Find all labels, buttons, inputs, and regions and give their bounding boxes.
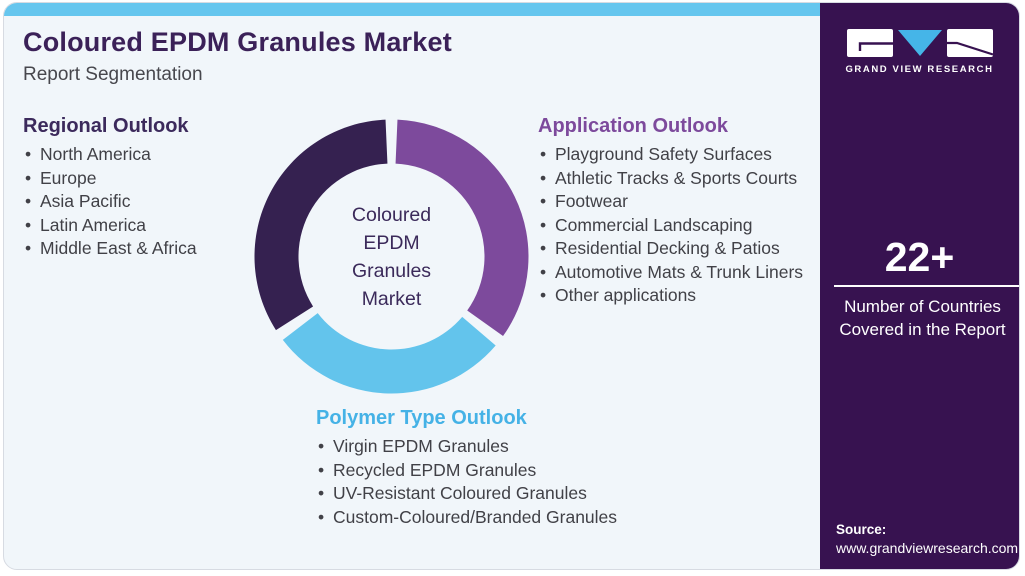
header: Coloured EPDM Granules Market Report Seg… xyxy=(23,27,452,86)
donut-rings xyxy=(254,119,529,394)
stat-block: 22+ Number of Countries Covered in the R… xyxy=(820,234,1019,341)
source-url-link[interactable]: www.grandviewresearch.com xyxy=(836,540,1019,556)
source-label: Source: xyxy=(836,522,887,537)
page-title: Coloured EPDM Granules Market xyxy=(23,27,452,57)
sidebar: GRAND VIEW RESEARCH 22+ Number of Countr… xyxy=(820,3,1019,569)
list-item: Commercial Landscaping xyxy=(538,214,818,238)
source-block: Source: www.grandviewresearch.com xyxy=(836,522,1018,556)
gvr-logo-icon xyxy=(846,29,993,57)
application-outlook-heading: Application Outlook xyxy=(538,115,728,137)
section-regional-outlook: Regional Outlook North AmericaEuropeAsia… xyxy=(23,115,197,261)
application-outlook-list: Playground Safety SurfacesAthletic Track… xyxy=(538,143,818,308)
brand-name: GRAND VIEW RESEARCH xyxy=(845,64,994,75)
list-item: Asia Pacific xyxy=(23,190,197,214)
list-item: Virgin EPDM Granules xyxy=(316,435,617,459)
stat-label: Number of Countries Covered in the Repor… xyxy=(839,297,1006,340)
polymer-type-outlook-list: Virgin EPDM GranulesRecycled EPDM Granul… xyxy=(316,435,617,529)
list-item: UV-Resistant Coloured Granules xyxy=(316,482,617,506)
list-item: Middle East & Africa xyxy=(23,237,197,261)
section-application-outlook: Application Outlook Playground Safety Su… xyxy=(538,115,818,308)
section-polymer-type-outlook: Polymer Type Outlook Virgin EPDM Granule… xyxy=(316,407,617,529)
top-accent-bar xyxy=(4,3,820,16)
list-item: Residential Decking & Patios xyxy=(538,237,818,261)
list-item: Athletic Tracks & Sports Courts xyxy=(538,167,818,191)
list-item: Europe xyxy=(23,167,197,191)
brand-block: GRAND VIEW RESEARCH xyxy=(820,29,1019,75)
donut-center-label: Coloured EPDM Granules Market xyxy=(351,203,432,310)
donut-segment-application xyxy=(395,119,529,337)
stat-value: 22+ xyxy=(884,234,955,280)
list-item: Recycled EPDM Granules xyxy=(316,459,617,483)
list-item: Latin America xyxy=(23,214,197,238)
list-item: Playground Safety Surfaces xyxy=(538,143,818,167)
list-item: Automotive Mats & Trunk Liners xyxy=(538,261,818,285)
stat-divider xyxy=(834,285,1019,288)
list-item: North America xyxy=(23,143,197,167)
polymer-type-outlook-heading: Polymer Type Outlook xyxy=(316,407,527,429)
report-card: Coloured EPDM Granules Market Report Seg… xyxy=(3,2,1020,570)
donut-chart: Coloured EPDM Granules Market xyxy=(253,118,530,395)
donut-segment-regional xyxy=(254,119,388,331)
list-item: Footwear xyxy=(538,190,818,214)
page-subtitle: Report Segmentation xyxy=(23,64,203,85)
regional-outlook-list: North AmericaEuropeAsia PacificLatin Ame… xyxy=(23,143,197,261)
donut-center-label-wrap: Coloured EPDM Granules Market xyxy=(253,118,530,395)
regional-outlook-heading: Regional Outlook xyxy=(23,115,189,137)
list-item: Custom-Coloured/Branded Granules xyxy=(316,506,617,530)
list-item: Other applications xyxy=(538,284,818,308)
donut-segment-polymer xyxy=(282,313,496,394)
